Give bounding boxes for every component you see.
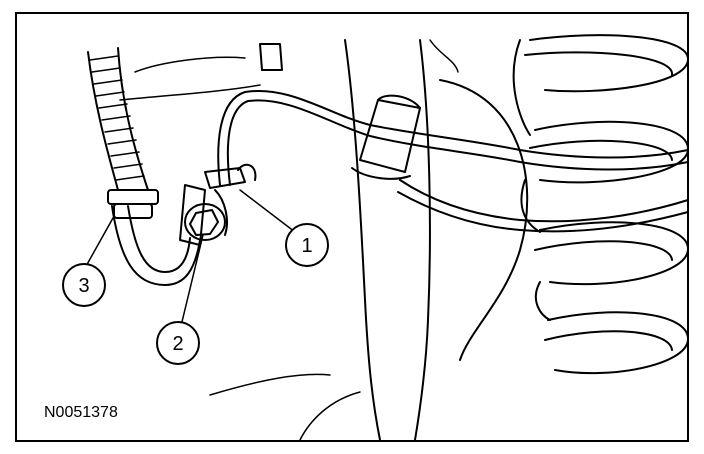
callout-3: 3 [62, 263, 106, 307]
strut-body [119, 39, 529, 441]
flexible-hose [87, 47, 201, 286]
leader-line-2 [179, 234, 204, 331]
hose-fitting [107, 189, 159, 219]
callout-1-label: 1 [301, 235, 312, 257]
bracket-and-bolt [179, 163, 257, 246]
callout-1: 1 [285, 223, 329, 267]
coil-spring [512, 34, 690, 375]
figure-border [15, 12, 689, 442]
line-clip [351, 94, 421, 180]
leader-line-3 [84, 217, 114, 269]
brake-line [217, 89, 689, 233]
callout-2: 2 [156, 321, 200, 365]
figure-id: N0051378 [44, 404, 118, 421]
leader-line-1 [239, 189, 296, 233]
callout-2-label: 2 [172, 333, 183, 355]
callout-3-label: 3 [78, 275, 89, 297]
